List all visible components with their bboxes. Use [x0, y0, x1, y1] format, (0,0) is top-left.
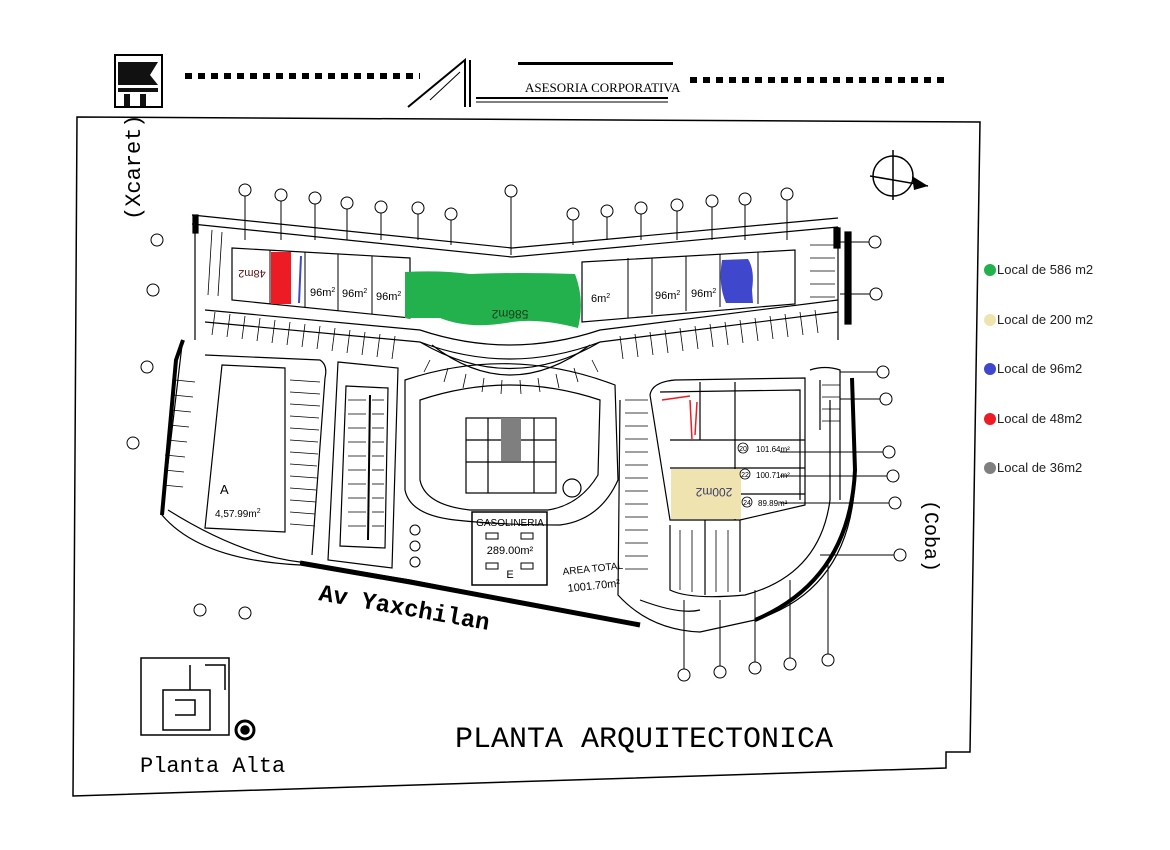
legend: Local de 586 m2 Local de 200 m2 Local de…: [982, 258, 1162, 506]
top-unit-dividers: [269, 250, 759, 318]
lot-24-area: 89.89m²: [758, 499, 788, 508]
street-label-yaxchilan: Av Yaxchilan: [317, 581, 492, 638]
unit-label-96-1: 96m2: [310, 287, 335, 299]
unit-label-96-4: 96m2: [655, 290, 680, 302]
unit-200m2-label: 200m2: [695, 485, 732, 499]
unit-96m2-blue: [720, 259, 753, 303]
gas-station: GASOLINERIA 289.00m² E: [471, 511, 548, 586]
legend-item-36: Local de 36m2: [982, 456, 1162, 506]
grid-axis-bubbles: [126, 183, 907, 682]
unit-48m2-red: [271, 252, 291, 304]
legend-item-200: Local de 200 m2: [982, 308, 1162, 358]
lot-a-area: 4,57.99m2: [215, 508, 261, 520]
lot-22-number: 22: [741, 472, 749, 479]
unit-label-96-5: 96m2: [691, 288, 716, 300]
planta-alta-inset: [140, 657, 256, 741]
north-arrow-icon: [869, 150, 929, 200]
unit-label-96-3: 96m2: [376, 291, 401, 303]
total-area-label: AREA TOTAL: [562, 561, 624, 578]
legend-item-96: Local de 96m2: [982, 357, 1162, 407]
legend-dot: [984, 412, 996, 425]
gas-station-title: GASOLINERIA: [476, 518, 544, 529]
lot-24-number: 24: [743, 500, 751, 507]
left-site: [161, 344, 641, 626]
street-label-coba: (Coba): [918, 500, 941, 572]
unit-36m2-gray: [501, 418, 521, 461]
legend-dot: [984, 313, 996, 326]
lot-a-label: A: [220, 482, 229, 497]
unit-blue-marker-left: [298, 255, 302, 304]
legend-dot: [984, 462, 996, 474]
company-logo: [114, 54, 163, 108]
legend-label: Local de 96m2: [997, 361, 1083, 376]
unit-586m2-green: [405, 271, 581, 328]
legend-item-586: Local de 586 m2: [982, 258, 1162, 308]
red-marks: [661, 395, 698, 441]
unit-200m2-beige: [671, 469, 741, 519]
inset-label: Planta Alta: [140, 754, 285, 779]
right-block: [617, 366, 856, 633]
unit-48m2-label: 48m2: [238, 267, 266, 279]
total-area-value: 1001.70m²: [567, 578, 621, 595]
unit-586m2-label: 586m2: [491, 307, 528, 321]
right-parking-stripes: [625, 384, 840, 592]
south-thick-edge: [299, 560, 641, 628]
right-lot-labels: 20 101.64m² 22 100.71m² 24 89.89m²: [737, 442, 790, 508]
lot-20-number: 20: [739, 446, 747, 453]
legend-dot: [984, 363, 996, 375]
plan-title: PLANTA ARQUITECTONICA: [455, 723, 833, 757]
legend-dot: [984, 264, 996, 276]
top-unit-area-labels: 96m2 96m2 96m2 6m2 96m2 96m2: [310, 287, 716, 305]
legend-label: Local de 200 m2: [997, 311, 1094, 327]
legend-label: Local de 36m2: [997, 460, 1083, 475]
gas-station-area: 289.00m²: [487, 545, 534, 557]
company-name: ASESORIA CORPORATIVA: [525, 80, 681, 95]
left-parking-stripes: [162, 379, 384, 541]
header: ASESORIA CORPORATIVA: [114, 54, 950, 108]
left-thick-edge: [160, 339, 185, 516]
legend-label: Local de 586 m2: [997, 262, 1094, 277]
gas-station-code: E: [506, 569, 513, 581]
drawing-frame: [72, 116, 981, 797]
legend-item-48: Local de 48m2: [982, 407, 1162, 457]
east-thick-edge: [754, 377, 858, 622]
lot-22-area: 100.71m²: [756, 471, 790, 480]
unit-label-6: 6m2: [591, 293, 610, 305]
street-label-xcaret: (Xcaret): [122, 114, 147, 220]
legend-label: Local de 48m2: [997, 410, 1083, 426]
lot-20-area: 101.64m²: [756, 445, 790, 454]
unit-label-96-2: 96m2: [342, 288, 367, 300]
header-a-mark: [407, 57, 673, 108]
top-parking-stripes: [207, 229, 835, 395]
